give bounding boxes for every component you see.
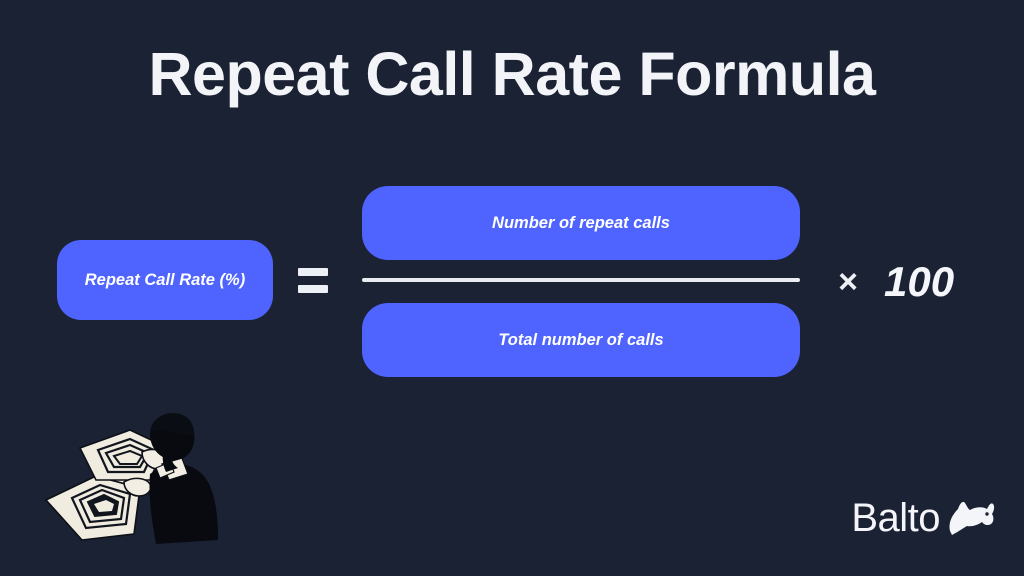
formula-result-label: Repeat Call Rate (%)	[84, 270, 246, 289]
multiply-sign-icon: ×	[838, 263, 858, 301]
illustration-svg	[44, 412, 218, 544]
formula-result-pill: Repeat Call Rate (%)	[57, 240, 273, 320]
page-title: Repeat Call Rate Formula	[148, 40, 876, 108]
wolf-head-icon	[949, 501, 995, 535]
brand-wordmark: Balto	[851, 496, 940, 540]
figure-hair	[150, 412, 195, 436]
figure-torso	[149, 464, 218, 544]
equals-sign-icon	[298, 268, 328, 293]
formula-denominator-label: Total number of calls	[498, 330, 664, 349]
brand-logo: Balto	[851, 496, 998, 540]
formula-block: Repeat Call Rate (%) Number of repeat ca…	[0, 170, 1024, 390]
equals-bar-top	[298, 268, 328, 276]
formula-numerator-pill: Number of repeat calls	[362, 186, 800, 260]
equals-bar-bottom	[298, 285, 328, 293]
person-reading-newspapers-illustration	[38, 412, 228, 547]
fraction-bar	[362, 278, 800, 282]
multiplier-value: 100	[884, 258, 955, 305]
formula-numerator-label: Number of repeat calls	[492, 213, 670, 232]
formula-denominator-pill: Total number of calls	[362, 303, 800, 377]
